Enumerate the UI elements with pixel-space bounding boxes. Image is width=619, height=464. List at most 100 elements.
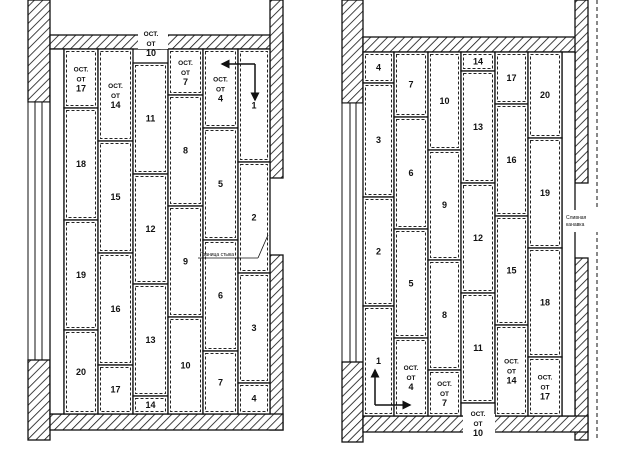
tile-number: 1 (251, 101, 256, 111)
tile: 12 (460, 182, 496, 294)
tile: 8 (167, 94, 204, 207)
tile: 9 (167, 205, 204, 318)
wall-segment (269, 254, 284, 431)
tile-number: 1 (376, 356, 381, 366)
tile-number: 11 (473, 343, 483, 353)
tile-number: 5 (218, 179, 223, 189)
tile: 20 (527, 51, 563, 139)
window (341, 102, 364, 363)
tile: 19 (63, 219, 99, 331)
tile-number: 7 (408, 80, 413, 90)
window (27, 101, 51, 361)
tile-number: 14 (145, 400, 155, 410)
direction-arrows-icon (220, 59, 260, 102)
tile-number: 12 (473, 233, 483, 243)
tile: 7 (202, 350, 239, 415)
wall-segment (27, 359, 51, 441)
wall-segment (341, 361, 364, 443)
tile-number: 15 (506, 266, 516, 276)
wall-segment (574, 0, 589, 184)
tile: 14 (132, 395, 169, 415)
tile-number: 6 (218, 291, 223, 301)
tile: 11 (460, 292, 496, 404)
tile: 9 (427, 149, 462, 261)
tile: 18 (63, 107, 99, 221)
tile: 1 (237, 48, 271, 163)
tile: 1 (362, 305, 395, 417)
direction-arrows-icon (370, 368, 412, 410)
tile: 11 (132, 62, 169, 175)
tile-number: 17 (506, 73, 516, 83)
tile: 19 (527, 137, 563, 249)
tile: 6 (202, 239, 239, 352)
tile-number: 17 (110, 385, 120, 395)
tile: 18 (527, 247, 563, 358)
tile-number: 12 (145, 224, 155, 234)
wall-segment (157, 34, 284, 50)
tile-number: 19 (76, 270, 86, 280)
tile-number: 9 (442, 200, 447, 210)
tile-number: 13 (145, 335, 155, 345)
wall-segment (49, 413, 284, 431)
tile-number: 2 (376, 247, 381, 257)
tile-number: 7 (218, 378, 223, 388)
wall-segment (27, 0, 51, 103)
wall-segment (341, 0, 364, 104)
tile: 3 (237, 272, 271, 384)
tile: 5 (202, 127, 239, 241)
tile-number: 4 (251, 394, 256, 404)
left-plan-walls (27, 0, 284, 441)
wall-segment (269, 0, 284, 179)
tile: 20 (63, 329, 99, 415)
tile: 14 (460, 51, 496, 72)
tile: 12 (132, 173, 169, 285)
wall-segment (362, 36, 589, 53)
tile-number: 4 (376, 63, 381, 73)
tile-number: 9 (183, 257, 188, 267)
tile-number: 11 (146, 114, 156, 124)
tile-number: 20 (540, 90, 550, 100)
tile: 7 (393, 51, 429, 118)
tile-number: 15 (110, 192, 120, 202)
tile-number: 3 (251, 323, 256, 333)
tile: 15 (97, 140, 134, 254)
tile-number: 10 (180, 361, 190, 371)
tile-number: 13 (473, 122, 483, 132)
right-plan-walls (341, 0, 598, 443)
tile: 2 (237, 161, 271, 274)
tile: 17 (97, 364, 134, 415)
tile-number: 10 (439, 96, 449, 106)
tile-number: 20 (76, 367, 86, 377)
tile: 13 (132, 283, 169, 397)
tile: 4 (362, 51, 395, 84)
edge-strip (49, 48, 65, 415)
tile: 3 (362, 82, 395, 198)
tile-number: 16 (110, 304, 120, 314)
tile: 10 (167, 316, 204, 415)
tile-number: 19 (540, 188, 550, 198)
tile: 2 (362, 196, 395, 307)
tile: 10 (427, 51, 462, 151)
tile-number: 2 (251, 213, 256, 223)
tile-number: 8 (442, 310, 447, 320)
wall-segment (574, 257, 589, 441)
tile: 16 (494, 103, 529, 217)
